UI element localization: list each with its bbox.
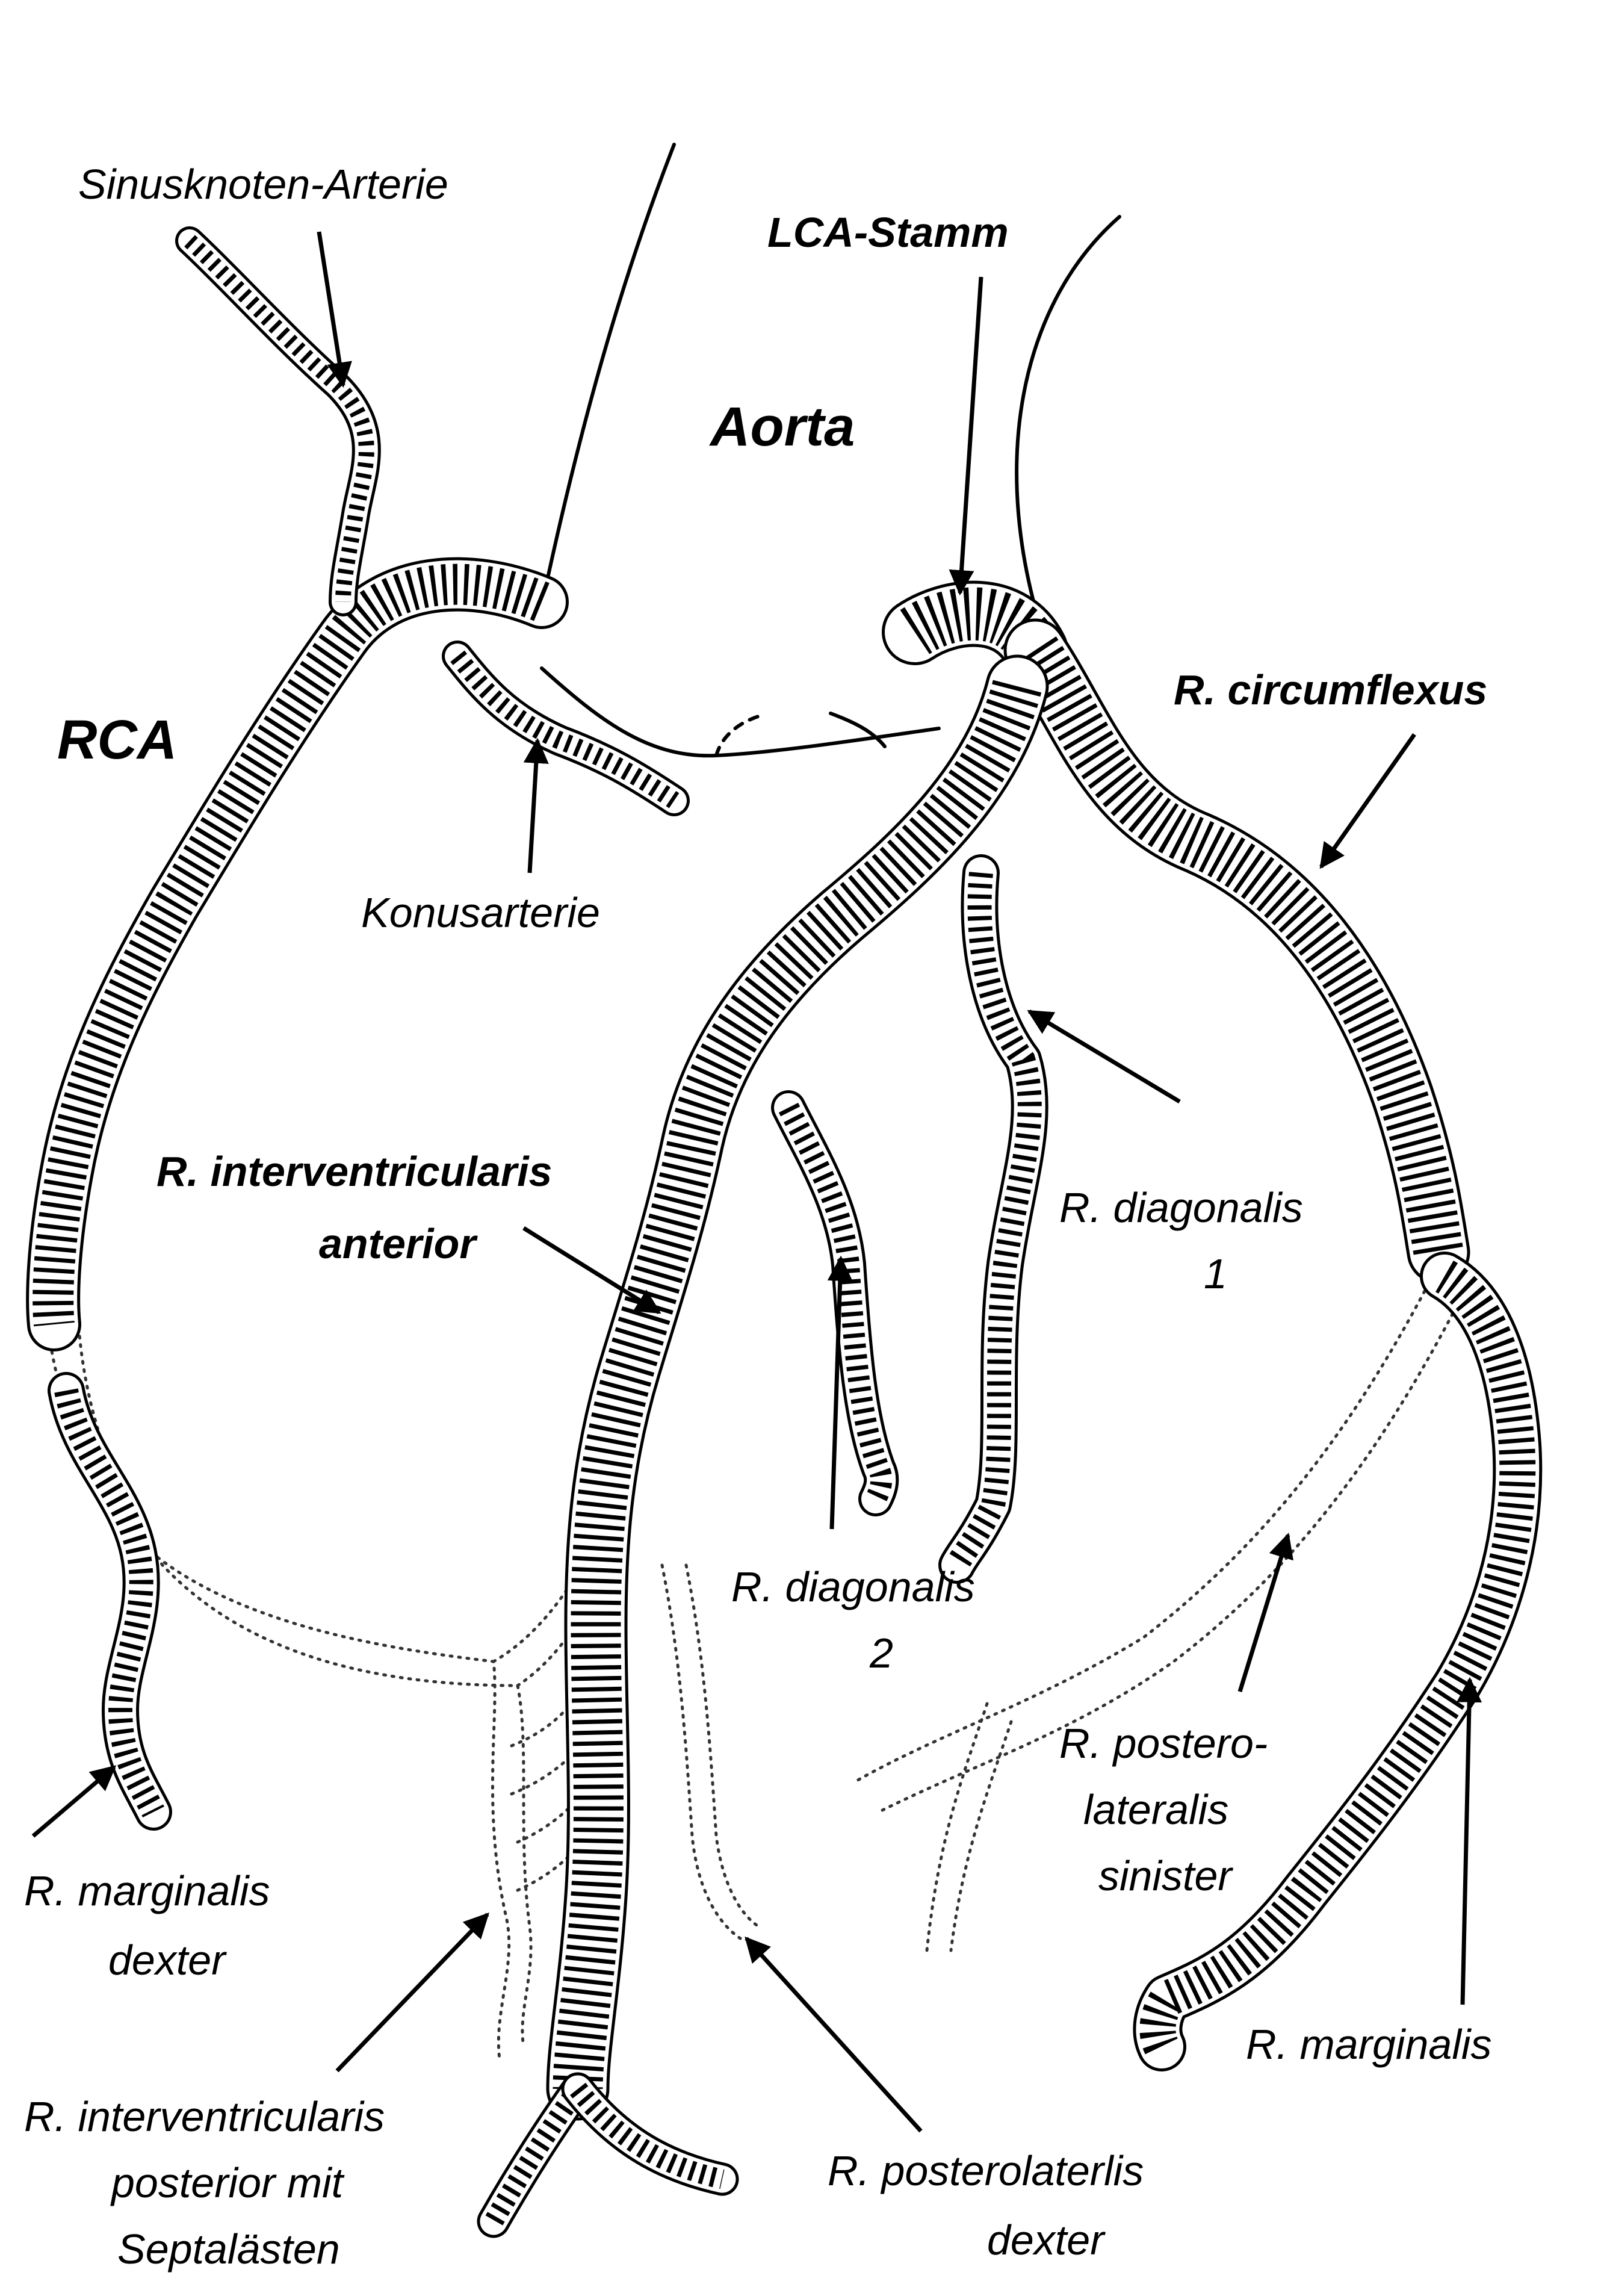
sinusknoten-vessel-fill <box>178 229 378 613</box>
sinusknoten-vessel <box>175 226 381 616</box>
rca-distal-vessel-fill <box>51 1375 169 1828</box>
arrow-interventricularis-posterior <box>335 1912 489 2073</box>
label-diagonalis-2-line2: 2 <box>869 1630 893 1677</box>
diagonalis-1-vessel-fill <box>941 857 1045 1581</box>
arrow-circumflexus <box>1319 733 1416 869</box>
interventricularis-tail-right-rings <box>569 2082 725 2189</box>
diagonalis-1-vessel <box>938 854 1048 1584</box>
label-posterolaterlis-dexter-line1: R. posterolaterlis <box>828 2147 1144 2194</box>
arrow-interventricularis-anterior <box>522 1226 661 1314</box>
sinusknoten-vessel-rings <box>184 235 374 603</box>
aorta-outline <box>540 143 1121 758</box>
label-posterolateralis-sinister-line1: R. postero- <box>1059 1720 1268 1767</box>
lca-stamm-vessel-rings <box>900 587 1059 663</box>
arrow-sinusknoten <box>317 231 352 388</box>
label-interventricularis-anterior-line2: anterior <box>319 1220 478 1267</box>
rca-vessel-rings <box>33 563 550 1327</box>
arrows <box>31 231 1482 2133</box>
konusarterie-vessel-rings <box>450 650 680 808</box>
labels: Sinusknoten-Arterie LCA-Stamm Aorta RCA … <box>24 161 1491 2273</box>
label-aorta: Aorta <box>709 396 855 458</box>
label-interventricularis-posterior-line3: Septalästen <box>117 2226 340 2273</box>
label-r-marginalis: R. marginalis <box>1246 2021 1491 2068</box>
rca-vessel <box>26 557 569 1351</box>
arrow-marginalis <box>1457 1677 1482 2005</box>
arrow-posterolaterlis-dexter <box>745 1936 923 2133</box>
arrow-posterolateralis-sinister <box>1237 1532 1293 1693</box>
circumflexus-distal-vessel-rings <box>1139 1260 1536 2055</box>
konusarterie-vessel <box>442 641 690 816</box>
label-posterolateralis-sinister-line2: lateralis <box>1083 1786 1228 1833</box>
label-interventricularis-posterior-line1: R. interventricularis <box>24 2093 385 2140</box>
label-lca-stamm: LCA-Stamm <box>767 209 1009 256</box>
arrow-lca-stamm <box>949 276 983 596</box>
diagonalis-2-vessel-rings <box>778 1102 893 1504</box>
arrow-konusarterie <box>523 737 549 873</box>
label-sinusknoten-arterie: Sinusknoten-Arterie <box>78 161 448 208</box>
coronary-vessels <box>26 226 1543 2238</box>
interventricularis-anterior-vessel-fill <box>549 657 1046 2118</box>
label-diagonalis-1-line1: R. diagonalis <box>1059 1184 1303 1231</box>
label-interventricularis-posterior-line2: posterior mit <box>110 2159 345 2206</box>
label-diagonalis-2-line1: R. diagonalis <box>731 1563 975 1610</box>
label-konusarterie: Konusarterie <box>361 889 600 936</box>
circumflexus-distal-vessel <box>1133 1252 1543 2071</box>
label-r-circumflexus: R. circumflexus <box>1174 666 1487 713</box>
interventricularis-anterior-vessel-rings <box>553 680 1042 2090</box>
interventricularis-tail-left <box>477 2072 595 2238</box>
label-interventricularis-anterior-line1: R. interventricularis <box>156 1148 552 1195</box>
label-marginalis-dexter-line2: dexter <box>108 1937 227 1984</box>
label-rca: RCA <box>57 709 177 771</box>
interventricularis-tail-left-rings <box>485 2083 586 2227</box>
diagonalis-2-vessel <box>771 1090 899 1516</box>
arrow-diagonalis-1 <box>1027 1009 1181 1104</box>
label-posterolaterlis-dexter-line2: dexter <box>987 2217 1106 2263</box>
rca-distal-vessel <box>48 1372 172 1831</box>
label-marginalis-dexter-line1: R. marginalis <box>24 1867 270 1914</box>
interventricularis-tail-right <box>561 2072 739 2196</box>
arrow-marginalis-dexter <box>31 1765 117 1838</box>
circumflexus-vessel-rings <box>1014 636 1463 1256</box>
arrow-diagonalis-2 <box>827 1255 853 1530</box>
interventricularis-anterior-vessel <box>546 654 1049 2121</box>
label-diagonalis-1-line2: 1 <box>1204 1250 1227 1297</box>
label-posterolateralis-sinister-line3: sinister <box>1098 1852 1233 1899</box>
circumflexus-vessel <box>1003 618 1470 1284</box>
